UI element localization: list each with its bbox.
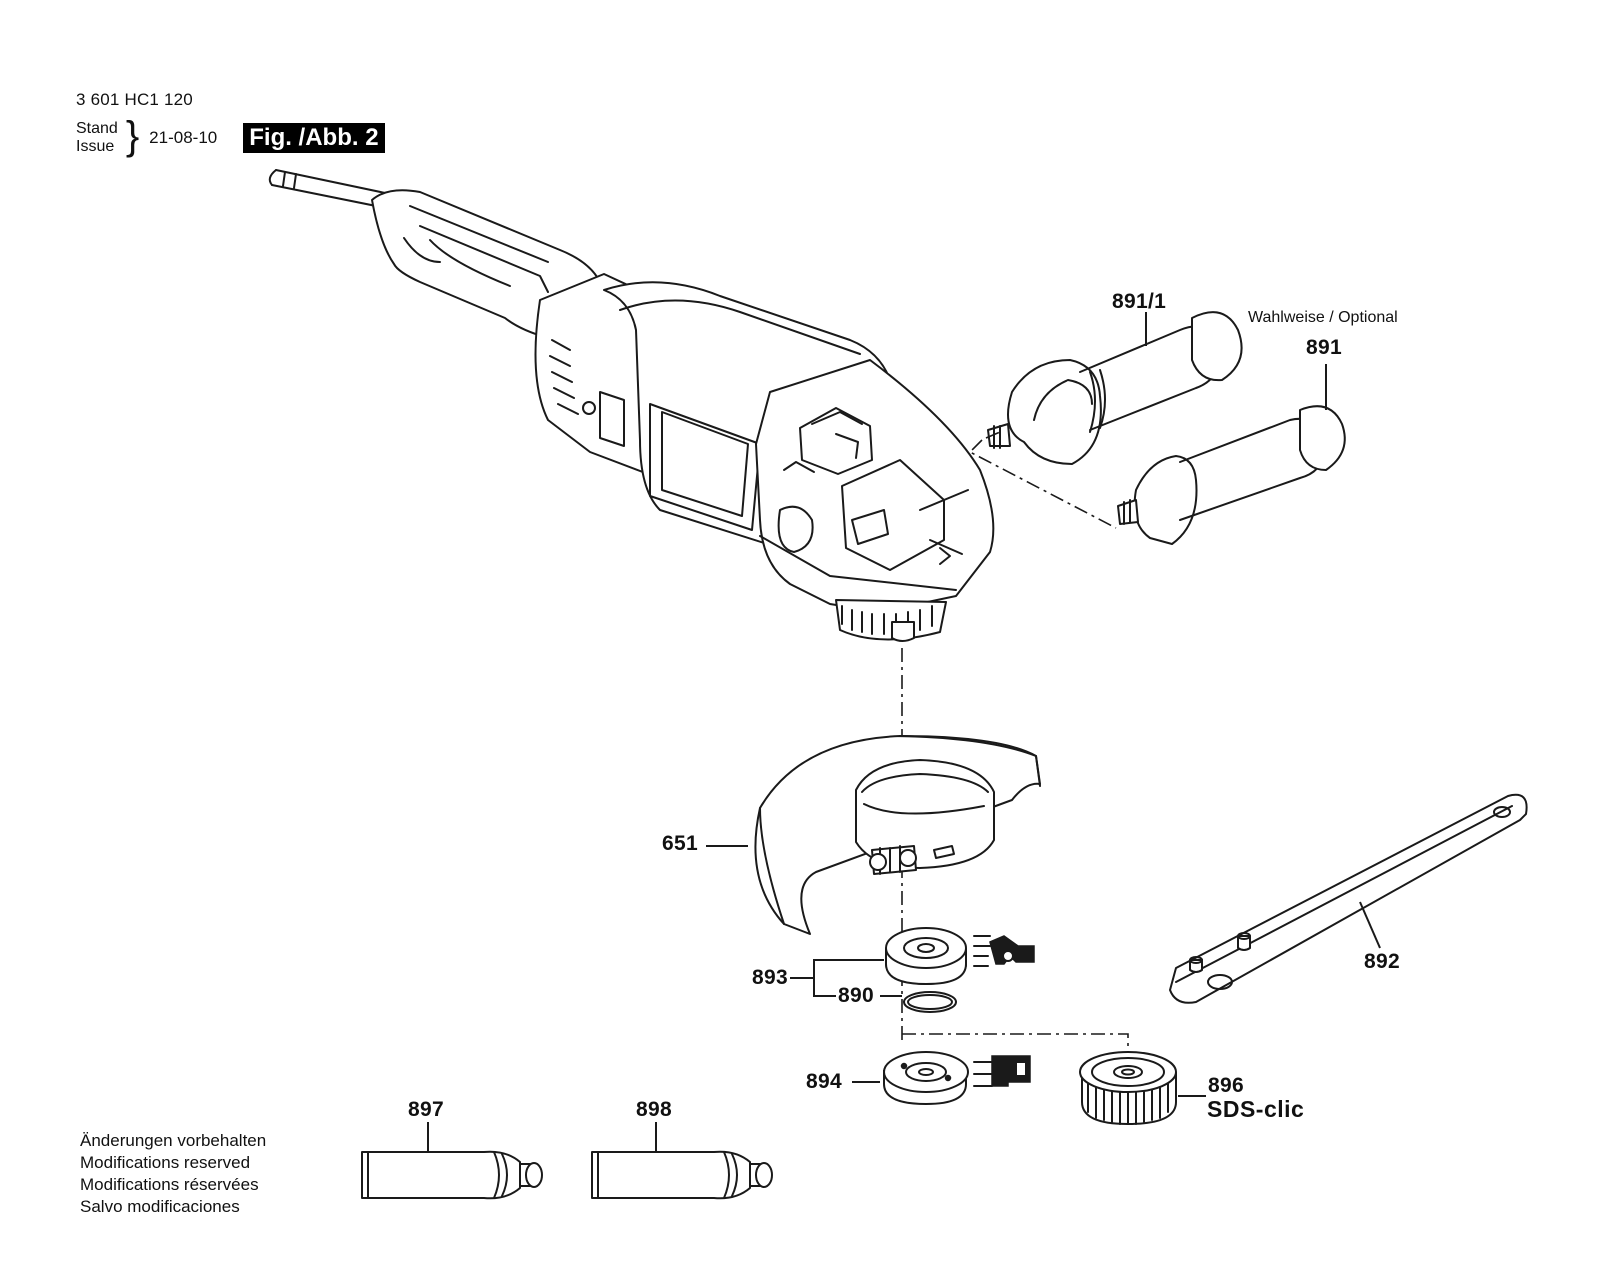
callout-891: 891 [1306,336,1342,359]
sds-clic-label: SDS-clic [1207,1096,1305,1122]
handle-mount-axis-2 [985,431,1001,439]
nut-axis [902,1033,1129,1052]
callout-893: 893 [752,966,788,989]
issue-date: 21-08-10 [149,128,218,147]
callout-896: 896 [1208,1074,1244,1097]
stand-label: Stand [76,120,118,137]
grease-tube-icon [361,1150,543,1200]
issue-block: Stand Issue } 21-08-10 Fig. /Abb. 2 [76,114,385,158]
optional-label: Wahlweise / Optional [1248,309,1398,326]
brace-glyph: } [125,114,140,158]
callout-651: 651 [662,832,698,855]
grease-tube-icon-2 [591,1150,773,1200]
callout-892: 892 [1364,950,1400,973]
disclaimer-de: Änderungen vorbehalten [80,1131,267,1150]
figure-label: Fig. /Abb. 2 [243,123,385,153]
mounting-flange-icon [885,927,1035,985]
part-number: 3 601 HC1 120 [76,90,193,109]
issue-labels: Stand Issue [76,120,118,156]
side-handle-vibration-icon [987,311,1243,465]
callout-897: 897 [408,1098,444,1121]
issue-label: Issue [76,138,115,155]
leader-892 [1359,901,1381,949]
callout-898: 898 [636,1098,672,1121]
handle-mount-axis [968,439,1117,529]
angle-grinder-icon [268,169,995,642]
wheel-guard-icon [754,735,1041,935]
quick-clamping-nut-icon [1079,1051,1177,1125]
disclaimer-en: Modifications reserved [80,1153,251,1172]
callout-890: 890 [838,984,874,1007]
callout-894: 894 [806,1070,842,1093]
clamping-nut-icon [883,1051,1031,1105]
disclaimer-es: Salvo modificaciones [80,1197,240,1216]
callout-891-1: 891/1 [1112,290,1167,313]
disclaimer-fr: Modifications réservées [80,1175,259,1194]
side-handle-icon [1117,405,1346,545]
pin-spanner-icon [1169,793,1528,1004]
o-ring-icon [903,991,957,1013]
disclaimer: Änderungen vorbehalten Modifications res… [80,1130,266,1218]
